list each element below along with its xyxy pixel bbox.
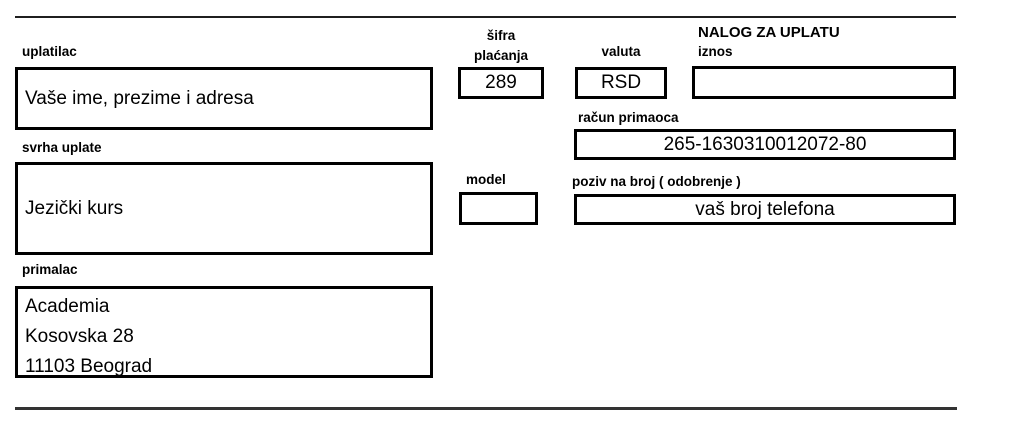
reference-number-value: vaš broj telefona [695,198,835,220]
payment-code-label-line2: plaćanja [473,47,529,63]
payment-code-value: 289 [485,72,517,93]
amount-field[interactable] [692,66,956,99]
recipient-account-value: 265-1630310012072-80 [663,133,867,155]
currency-value: RSD [600,72,642,93]
payment-code-label: šifra plaćanja [458,26,544,65]
recipient-line-1: Academia [25,296,110,317]
recipient-label: primalac [22,262,78,277]
reference-number-label: poziv na broj ( odobrenje ) [572,174,741,189]
payment-code-label-line1: šifra [486,28,516,43]
form-title: NALOG ZA UPLATU [698,24,840,41]
reference-number-field[interactable]: vaš broj telefona [574,194,956,225]
recipient-account-field[interactable]: 265-1630310012072-80 [574,129,956,160]
payment-code-field[interactable]: 289 [458,67,544,99]
model-field[interactable] [459,192,538,225]
payer-value: Vaše ime, prezime i adresa [25,87,254,109]
bottom-divider [15,407,957,410]
purpose-field[interactable]: Jezički kurs [15,162,433,255]
payer-field[interactable]: Vaše ime, prezime i adresa [15,67,433,130]
currency-field[interactable]: RSD [575,67,667,99]
recipient-line-3: 11103 Beograd [25,356,153,377]
recipient-account-label: račun primaoca [578,110,679,125]
amount-label: iznos [698,44,733,59]
model-label: model [466,172,506,187]
recipient-field[interactable]: Academia Kosovska 28 11103 Beograd [15,286,433,378]
currency-label: valuta [601,44,641,59]
payer-label: uplatilac [22,44,77,59]
top-divider [15,16,956,18]
recipient-line-2: Kosovska 28 [25,326,134,347]
purpose-value: Jezički kurs [25,197,124,219]
purpose-label: svrha uplate [22,140,102,155]
